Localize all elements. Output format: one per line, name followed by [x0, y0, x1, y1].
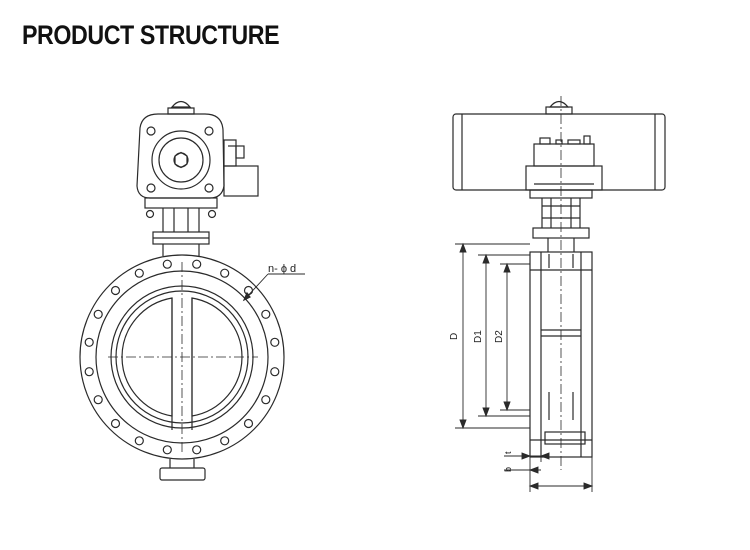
- bolt-hole: [84, 337, 94, 347]
- bolt-hole: [243, 285, 254, 296]
- bolt-hole: [84, 367, 94, 377]
- bolt-hole: [243, 418, 254, 429]
- bolt-hole: [261, 395, 271, 405]
- bolt-hole: [162, 259, 172, 269]
- dim-label-d2: D2: [494, 330, 505, 343]
- pneumatic-actuator: [452, 100, 666, 191]
- bolt-hole: [93, 309, 103, 319]
- side-body: [529, 96, 593, 470]
- dim-label-t: t: [503, 451, 513, 454]
- bolt-hole: [192, 445, 202, 455]
- bolt-hole: [270, 337, 280, 347]
- bolt-hole: [220, 436, 230, 446]
- valve-disc: [121, 297, 243, 430]
- valve-neck: [152, 208, 210, 256]
- bolt-hole: [134, 436, 144, 446]
- dim-label-b: b: [503, 467, 513, 472]
- valve-foot: [159, 459, 206, 481]
- dim-label-d: D: [449, 333, 460, 340]
- dim-label-d1: D1: [473, 330, 484, 343]
- bolt-hole: [134, 268, 144, 278]
- side-view: D D1 D2 t b: [449, 96, 666, 492]
- flange-bolt-holes: [84, 259, 280, 455]
- bolt-hole: [261, 309, 271, 319]
- bolt-hole: [162, 445, 172, 455]
- bolt-hole: [270, 367, 280, 377]
- front-view: n- ϕ d: [79, 100, 305, 481]
- dimension-lines: [455, 242, 594, 492]
- bolt-hole-callout-label: n- ϕ d: [268, 263, 296, 275]
- bolt-hole-callout: [242, 273, 305, 302]
- page-title: PRODUCT STRUCTURE: [22, 20, 280, 50]
- bolt-hole: [110, 418, 121, 429]
- bolt-hole: [192, 259, 202, 269]
- valve-flange: [79, 254, 285, 460]
- bolt-hole: [220, 268, 230, 278]
- gearbox: [136, 100, 259, 219]
- bolt-hole: [93, 395, 103, 405]
- bolt-hole: [110, 285, 121, 296]
